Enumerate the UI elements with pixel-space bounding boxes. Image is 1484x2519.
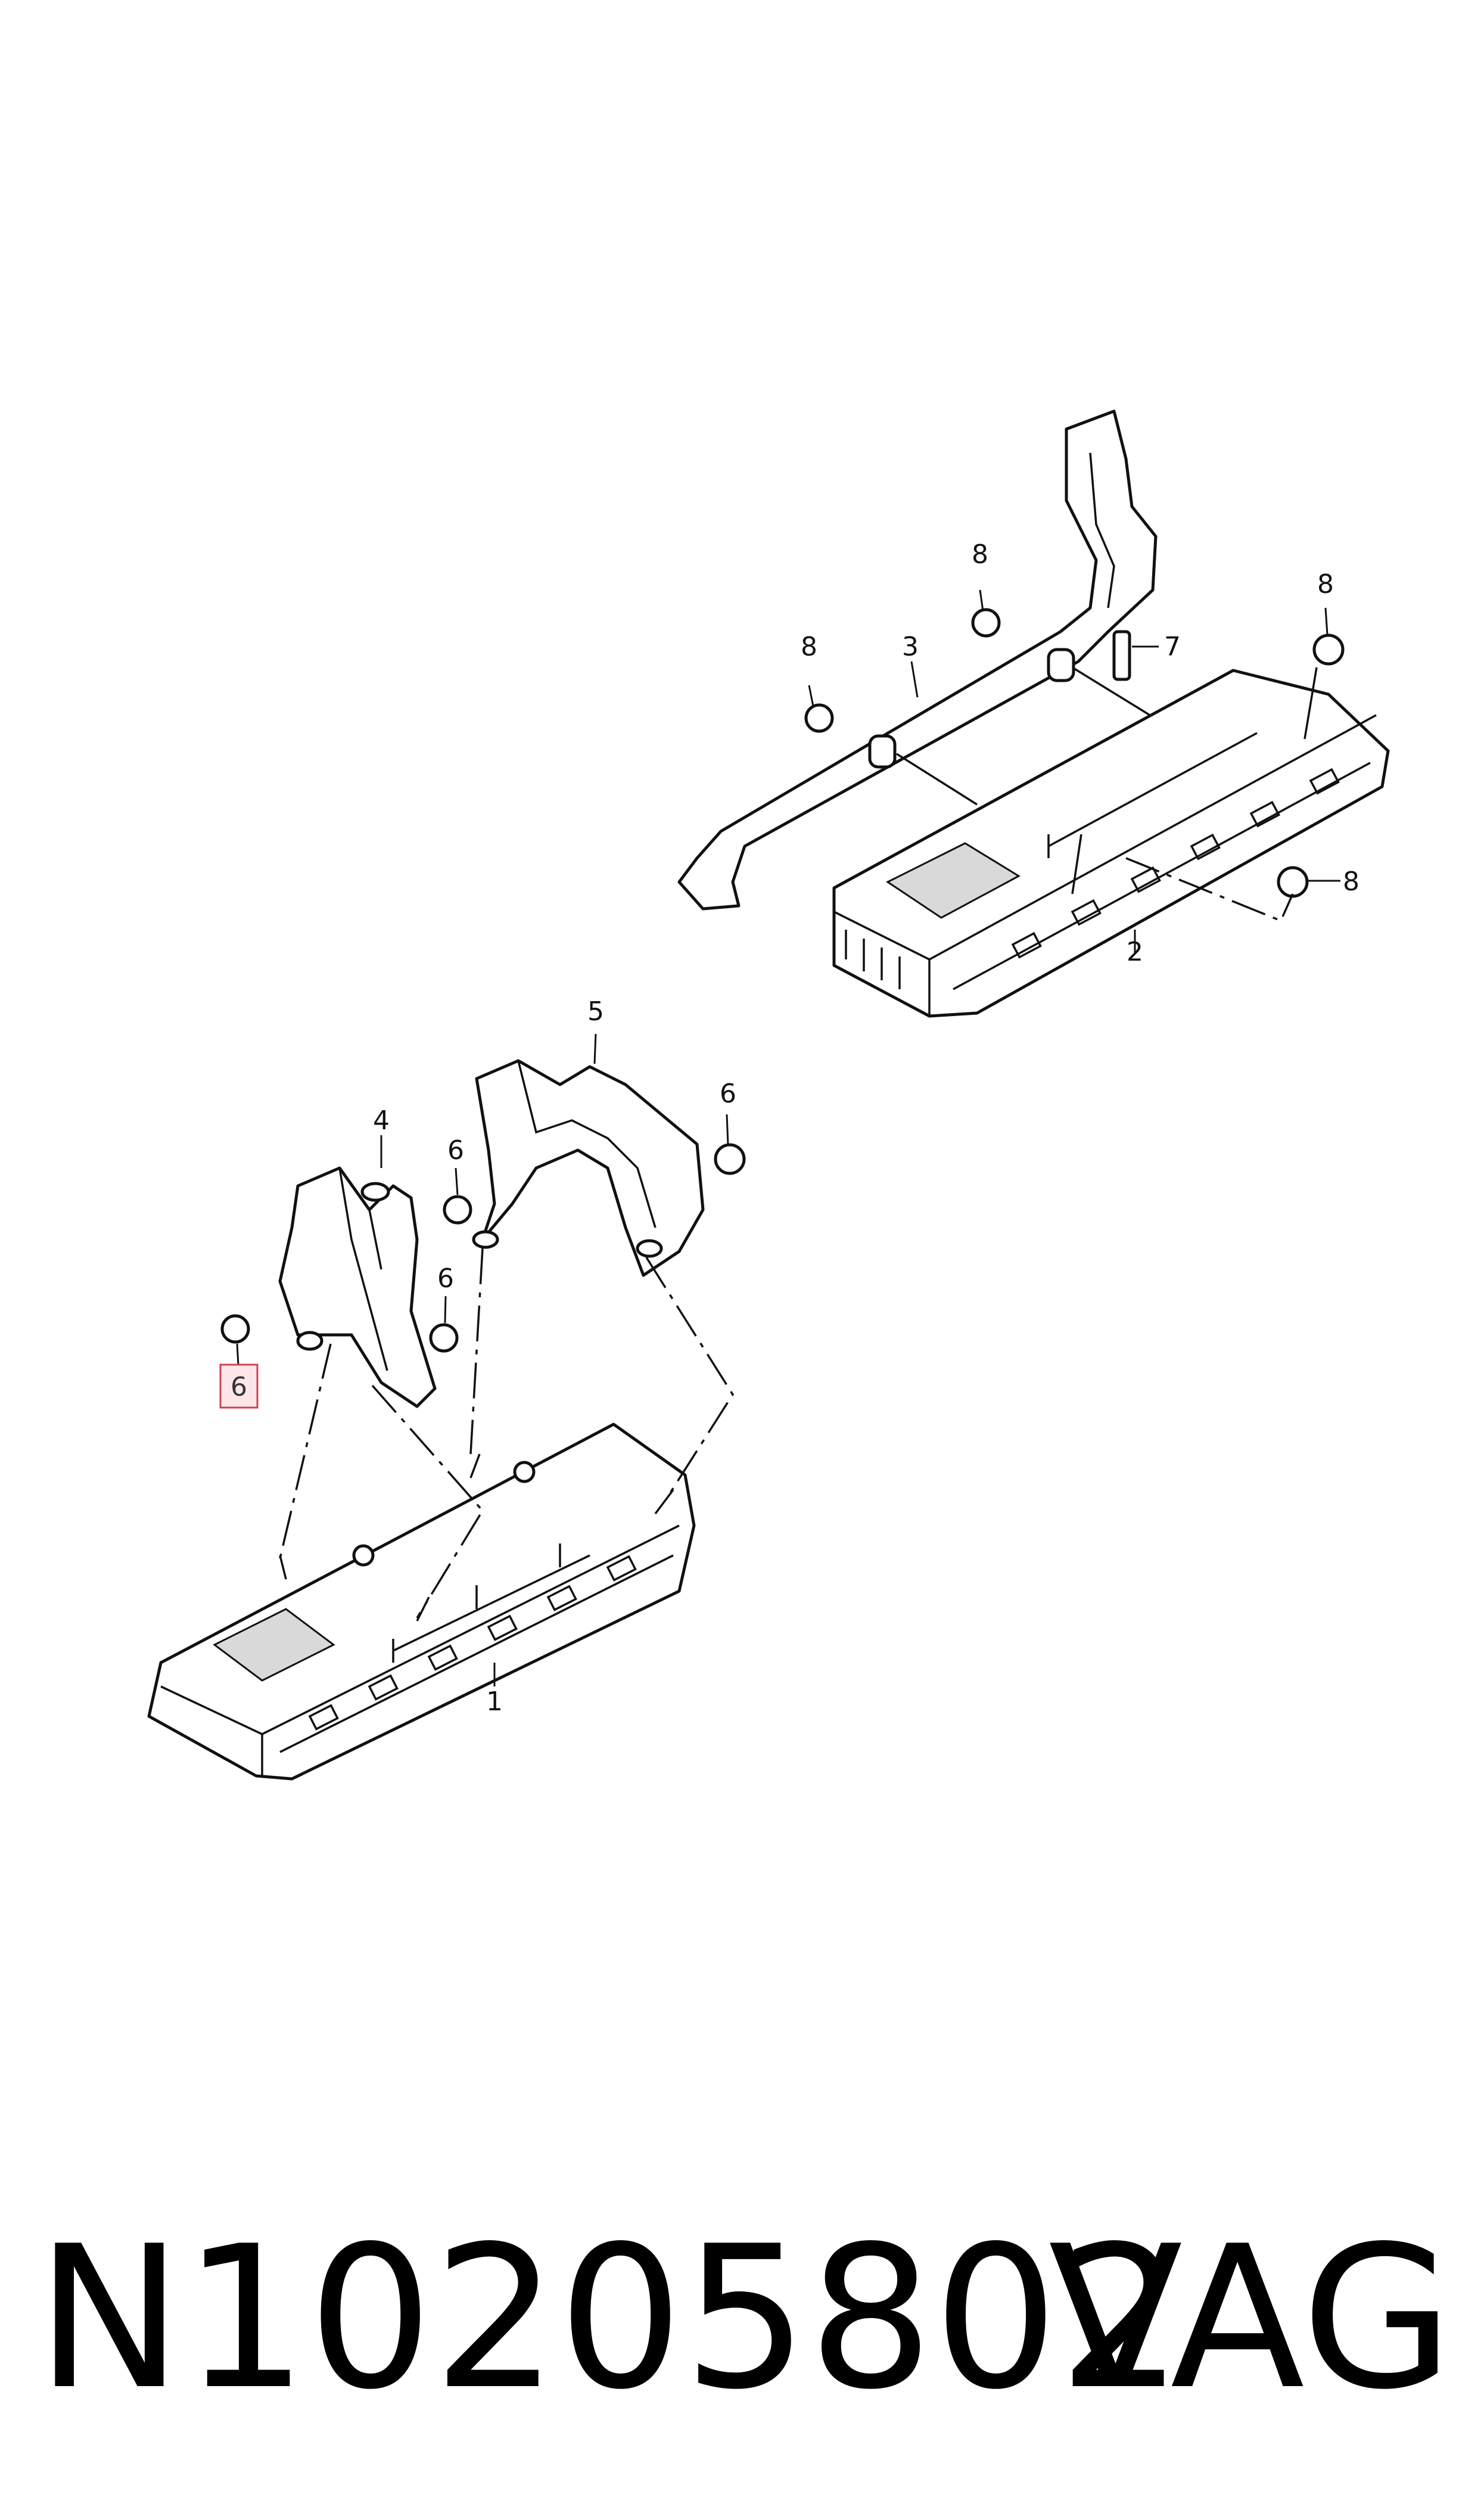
callout-label: 1 xyxy=(486,1686,503,1717)
callout-label: 6 xyxy=(447,1135,464,1166)
callout-label: 8 xyxy=(801,632,817,662)
fastener-group-upper xyxy=(804,608,1345,898)
part-4-shield xyxy=(278,1166,437,1408)
callout-label-highlighted[interactable]: 6 xyxy=(231,1372,247,1402)
nut-8-right-top xyxy=(1312,633,1345,666)
bolt-7 xyxy=(1112,630,1131,681)
nut-8-left xyxy=(804,703,834,733)
callout-label: 4 xyxy=(373,1105,390,1136)
fastener-group-lower xyxy=(220,1143,746,1622)
callout-label: 5 xyxy=(587,996,604,1027)
callout-label: 8 xyxy=(972,539,988,570)
nut-6-center xyxy=(429,1323,459,1353)
callout-label: 6 xyxy=(720,1079,736,1109)
callout-label: 3 xyxy=(902,632,919,662)
nut-6-far-left xyxy=(220,1314,250,1344)
assembly-lines-lower xyxy=(279,1248,735,1619)
nut-6-right xyxy=(714,1143,746,1175)
callout-label: 6 xyxy=(437,1263,454,1294)
nut-8-right-low xyxy=(1277,866,1309,898)
nut-8-mid xyxy=(971,608,1001,638)
module-2-ribs xyxy=(1011,768,1340,959)
leader-lines-lower xyxy=(236,1033,729,1686)
part-1-airbag-module xyxy=(147,1422,696,1781)
highlight-box xyxy=(219,1363,259,1409)
callout-label: 7 xyxy=(1164,632,1181,662)
callout-label: 8 xyxy=(1317,569,1334,600)
module-1-ribs xyxy=(308,1555,637,1731)
part-number: N10205802 xyxy=(36,2204,1184,2433)
footer: N10205802 VAG xyxy=(36,2205,1454,2431)
part-3-bracket xyxy=(677,409,1158,911)
leader-lines-upper xyxy=(808,589,1340,953)
brand-name: VAG xyxy=(1048,2204,1454,2433)
part-2-airbag-module xyxy=(832,669,1390,1018)
part-5-shield xyxy=(472,1059,705,1277)
callout-labels: 3 8 8 8 8 7 2 5 4 6 6 6 6 1 6 xyxy=(231,539,1359,1717)
callout-label: 8 xyxy=(1343,866,1359,897)
callout-label: 2 xyxy=(1127,937,1143,967)
nut-6-left xyxy=(443,1195,472,1225)
assembly-line-upper xyxy=(1125,857,1294,923)
